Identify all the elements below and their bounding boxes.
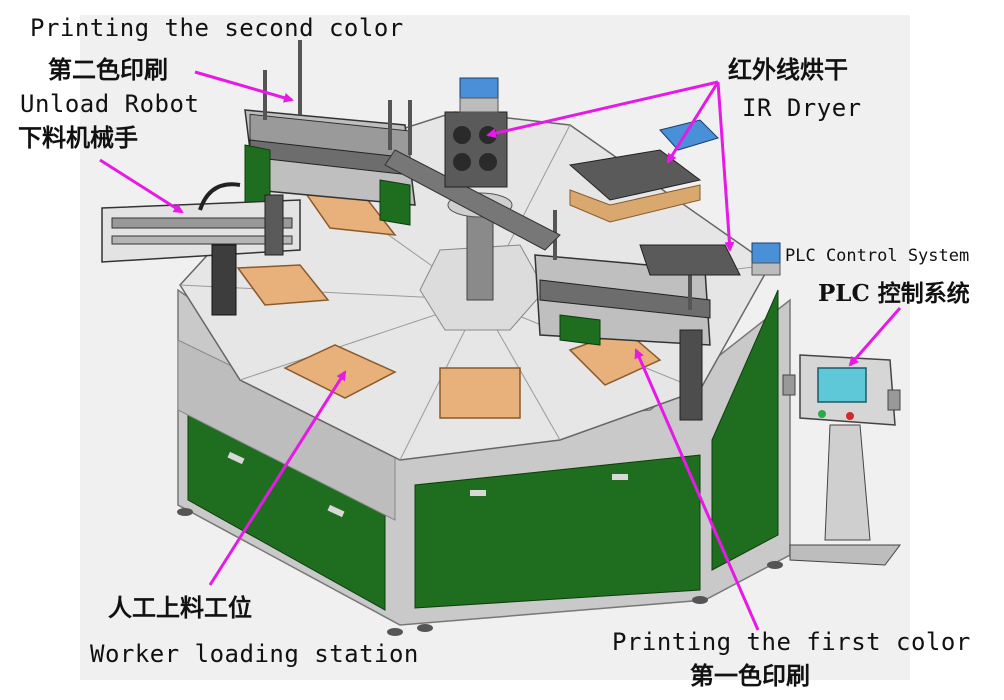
panel-slot	[327, 504, 345, 518]
machine-feet	[177, 508, 783, 636]
arrow-first-color	[634, 348, 760, 631]
plc-label-en: PLC Control System	[785, 246, 970, 266]
panel-slot	[227, 451, 245, 465]
ir-dryer-label-cn: 红外线烘干	[728, 56, 848, 84]
connecting-arm	[384, 149, 561, 251]
arrow-worker-station	[208, 370, 347, 586]
first-color-label-en: Printing the first color	[612, 628, 971, 656]
panel-slot	[612, 474, 628, 480]
second-color-printer	[244, 40, 416, 226]
panel-slot	[470, 490, 486, 496]
worker-station-label-cn: 人工上料工位	[108, 594, 252, 622]
ir-dryer-label-en: IR Dryer	[742, 94, 862, 122]
callout-arrows	[99, 70, 902, 631]
arrow-second-color	[194, 70, 294, 103]
arrow-ir-dryer-3	[716, 81, 735, 252]
plc-control-stand	[782, 354, 901, 566]
first-color-label-cn: 第一色印刷	[690, 662, 810, 690]
arrow-ir-dryer-2	[666, 81, 720, 164]
unload-robot-label-cn: 下料机械手	[18, 124, 138, 152]
first-color-printer	[534, 210, 711, 421]
arrow-plc	[848, 307, 902, 367]
plc-label-cn: PLC 控制系统	[818, 280, 970, 307]
central-column	[466, 209, 494, 301]
second-color-label-en: Printing the second color	[30, 14, 404, 42]
ir-dryer-right	[639, 242, 781, 276]
second-color-label-cn: 第二色印刷	[48, 56, 168, 84]
unload-robot-label-en: Unload Robot	[20, 90, 200, 118]
worker-station-label-en: Worker loading station	[90, 640, 419, 668]
pallet	[236, 264, 330, 306]
unload-robot	[101, 182, 301, 316]
arrow-ir-dryer-1	[486, 80, 719, 139]
arrow-unload-robot	[99, 158, 184, 214]
pallet	[439, 367, 521, 419]
green-panel-front	[414, 454, 701, 609]
